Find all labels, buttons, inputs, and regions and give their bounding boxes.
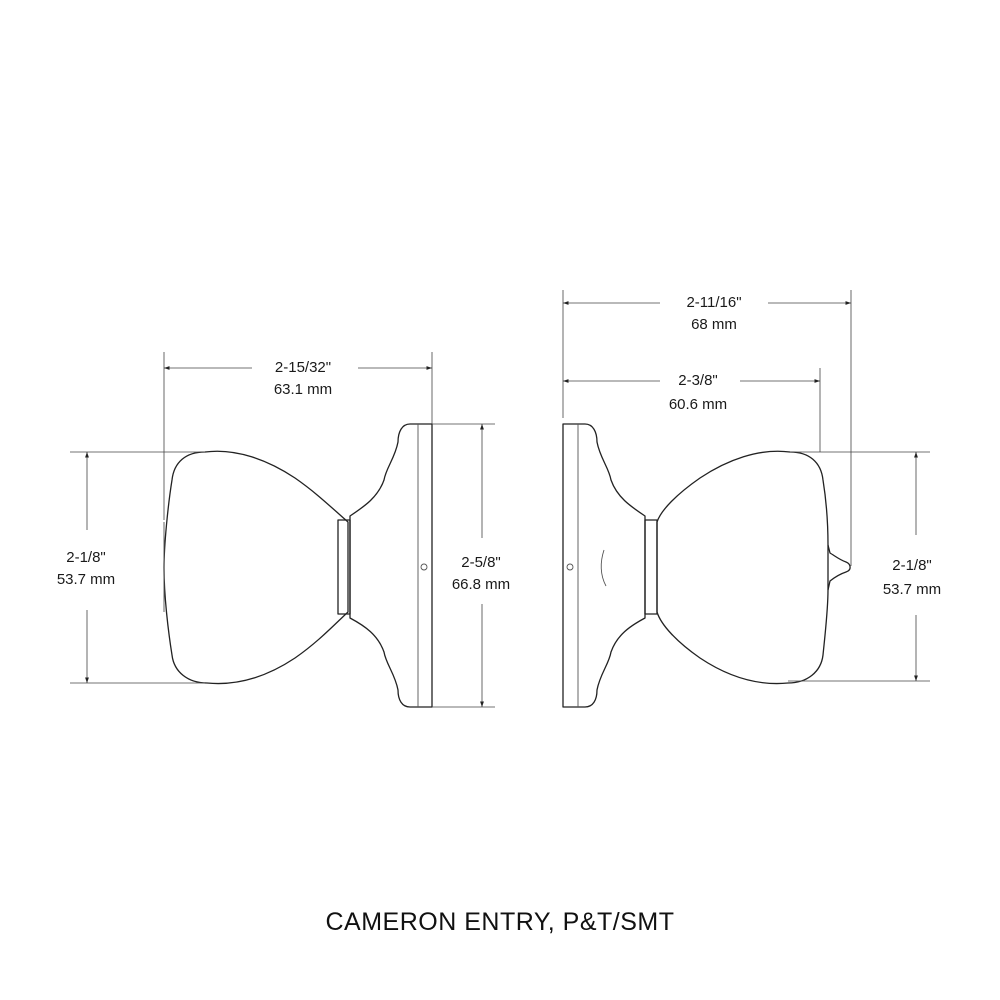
- left-knob-view: [163, 423, 433, 708]
- right-rose-hole: [566, 563, 574, 571]
- left-knob-dia-in: 2-1/8": [66, 549, 106, 566]
- left-knob-outline: [163, 450, 349, 685]
- right-knob-dia-mm: 53.7 mm: [883, 581, 941, 598]
- right-rose-outline: [562, 423, 646, 708]
- left-rose-dia-mm: 66.8 mm: [452, 576, 510, 593]
- left-rose-outline: [349, 423, 433, 708]
- right-width-mm: 60.6 mm: [669, 396, 727, 413]
- left-width-mm: 63.1 mm: [274, 381, 332, 398]
- right-width-in: 2-3/8": [678, 372, 718, 389]
- right-knob-dia-in: 2-1/8": [892, 557, 932, 574]
- right-knob-outline: [656, 450, 829, 685]
- right-knob-view: [562, 423, 851, 708]
- right-turn-piece: [827, 544, 851, 591]
- right-knob-neck: [644, 519, 658, 615]
- left-rose-hole: [420, 563, 428, 571]
- right-dimensions: [562, 290, 930, 682]
- left-dimensions: [70, 352, 495, 708]
- right-overall-in: 2-11/16": [686, 294, 741, 311]
- left-knob-dia-mm: 53.7 mm: [57, 571, 115, 588]
- left-rose-dia-in: 2-5/8": [461, 554, 501, 571]
- drawing-title: CAMERON ENTRY, P&T/SMT: [325, 908, 674, 936]
- right-overall-mm: 68 mm: [691, 316, 737, 333]
- left-width-in: 2-15/32": [275, 359, 331, 376]
- right-rose-mark: [600, 549, 607, 587]
